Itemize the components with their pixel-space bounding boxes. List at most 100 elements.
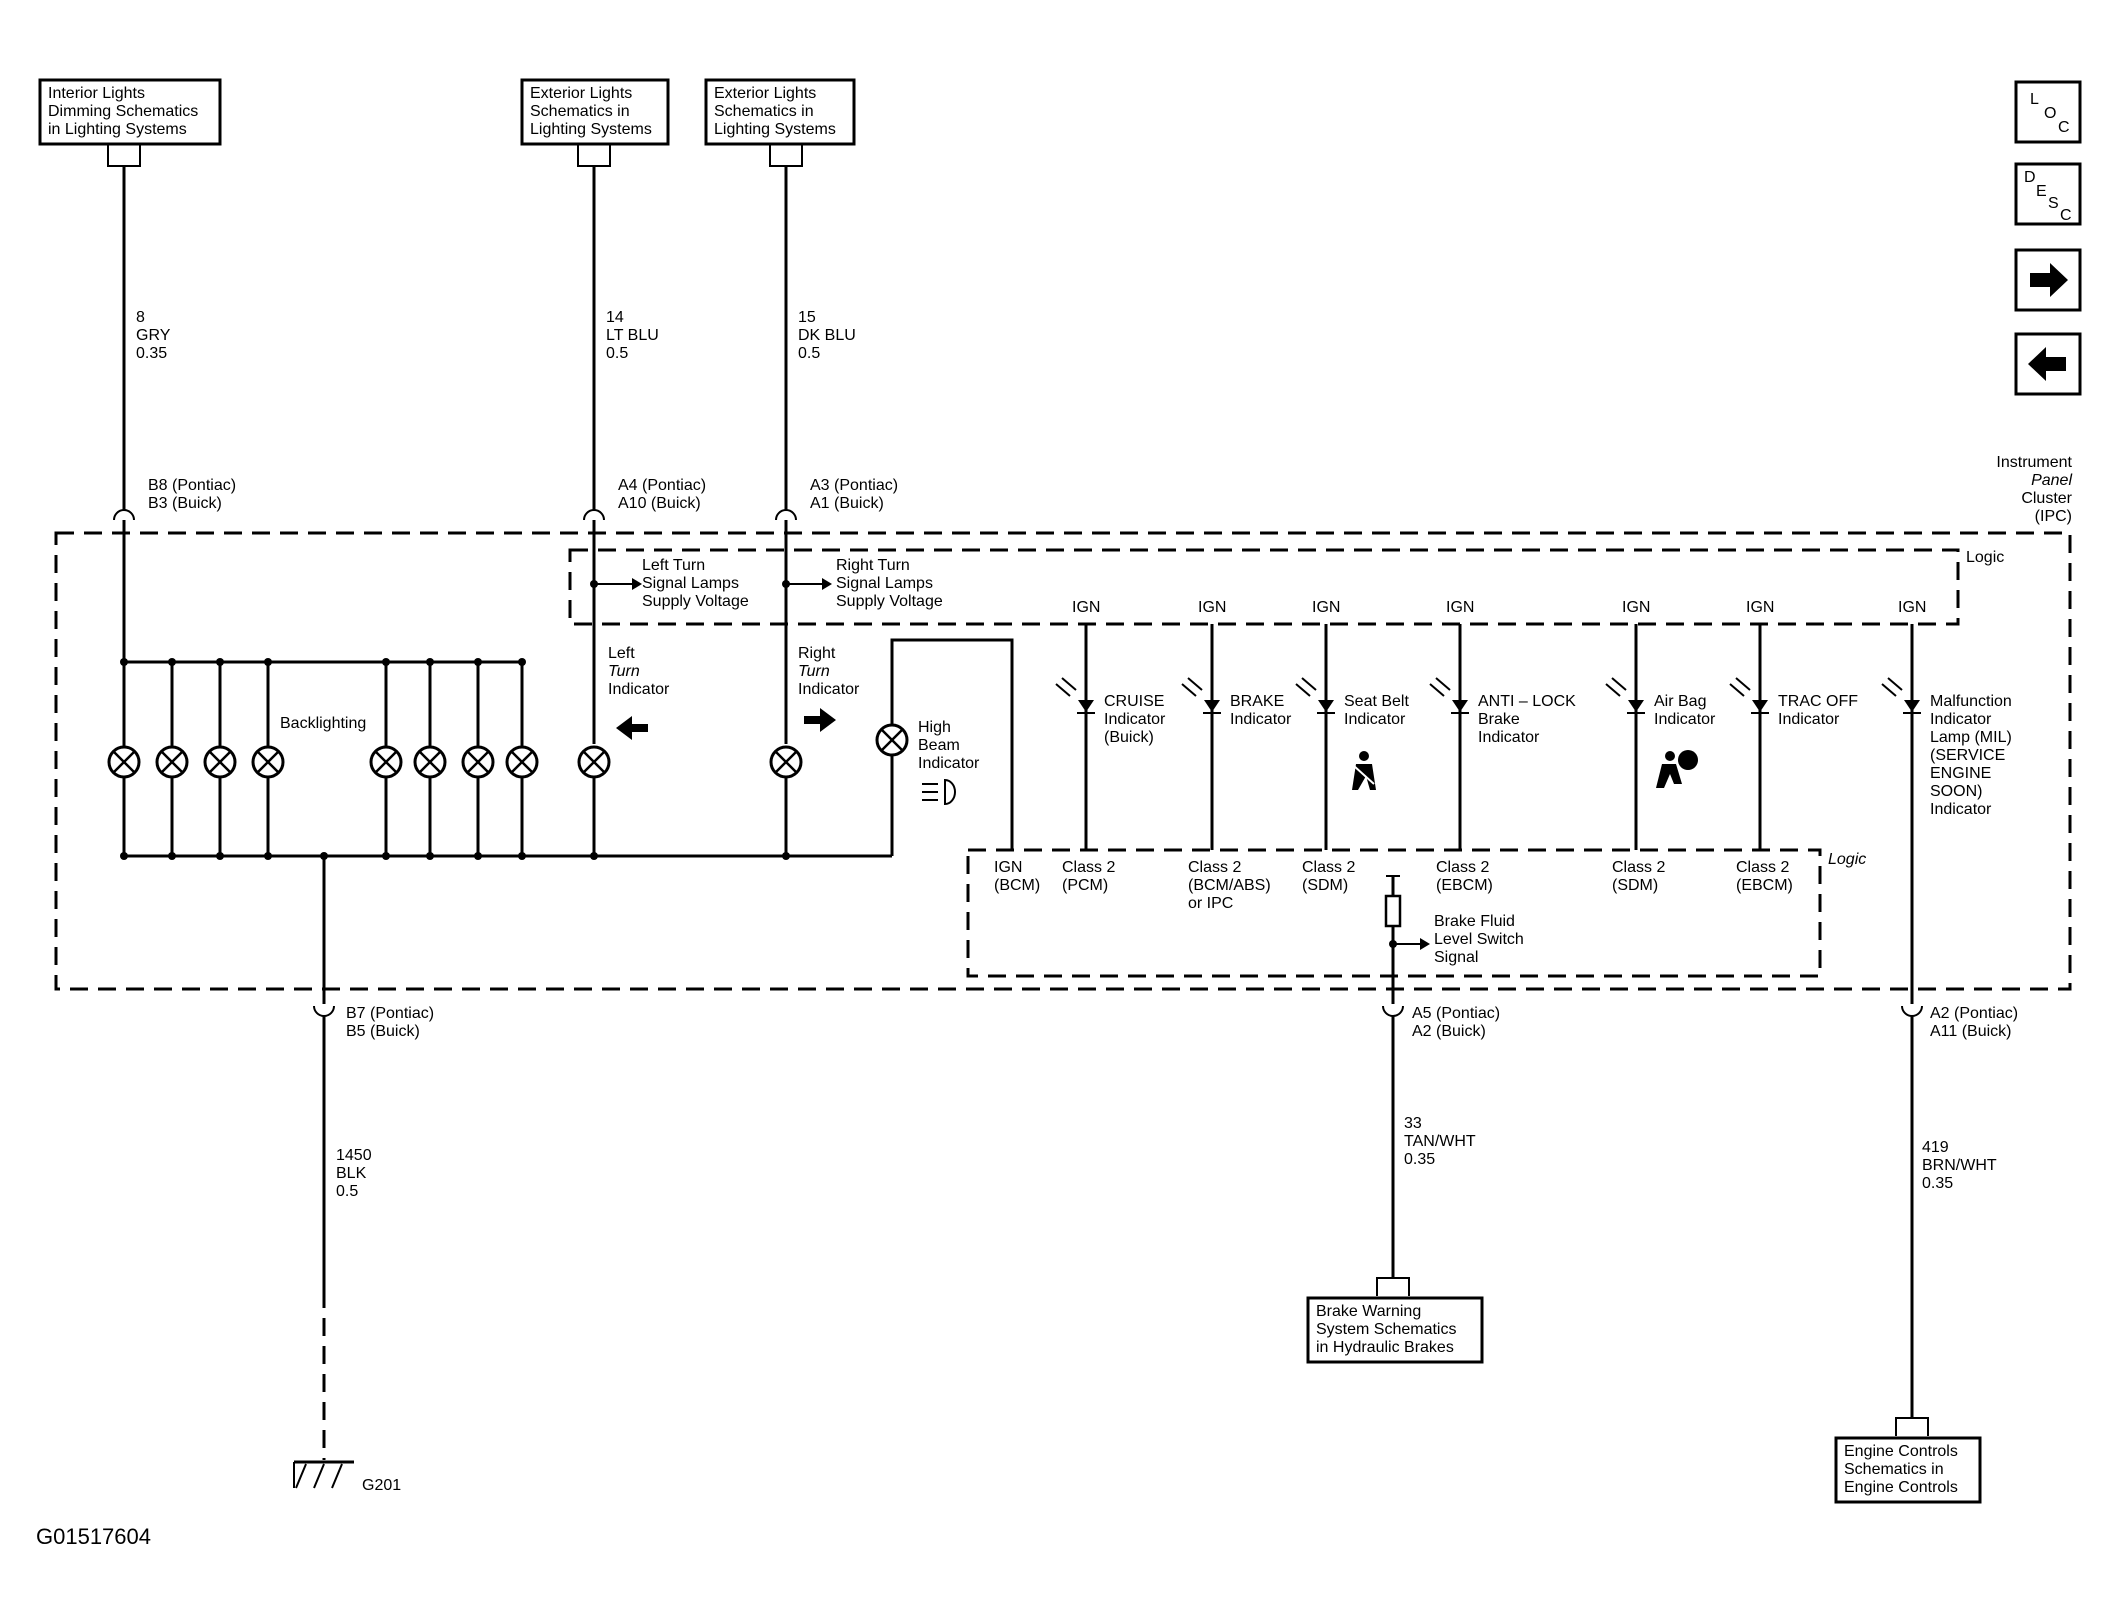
ground-label: G201 [362,1477,401,1494]
ref-exterior-left-line3: Lighting Systems [530,121,652,138]
ref-engine-controls-box[interactable]: Engine Controls Schematics in Engine Con… [1834,1436,1982,1504]
arrow-right-icon [2030,263,2068,297]
svg-text:A1 (Buick): A1 (Buick) [810,495,884,512]
left-turn-supply-label: Left Turn Signal Lamps Supply Voltage [642,557,749,610]
backlight-bulb-icon [369,745,403,779]
backlight-bulb-icon [461,745,495,779]
indicator-label: Indicator [1930,711,1992,728]
left-turn-bulb-icon [577,745,611,779]
indicator-label: Air Bag [1654,693,1706,710]
ref-interior-dimming-line2: Dimming Schematics [48,103,198,120]
svg-text:0.5: 0.5 [336,1183,358,1200]
svg-text:A10 (Buick): A10 (Buick) [618,495,701,512]
logic-label-bottom: Logic [1828,851,1866,868]
indicator-label: Indicator [1930,801,1992,818]
svg-text:B7 (Pontiac): B7 (Pontiac) [346,1005,434,1022]
svg-text:GRY: GRY [136,327,171,344]
indicator-label: Indicator [1778,711,1840,728]
svg-text:0.5: 0.5 [606,345,628,362]
connector-a4-symbol [583,509,605,521]
ref-exterior-right-line2: Schematics in [714,103,814,120]
svg-text:14: 14 [606,309,624,326]
desc-letter-s: S [2048,195,2059,212]
svg-text:Turn: Turn [798,663,830,680]
svg-text:0.35: 0.35 [136,345,167,362]
ref-interior-dimming-box[interactable]: Interior Lights Dimming Schematics in Li… [38,78,222,146]
svg-text:TAN/WHT: TAN/WHT [1404,1133,1476,1150]
ref-stub-brake [1376,1277,1410,1296]
ref-stub-exterior-right [769,144,803,167]
svg-text:Signal Lamps: Signal Lamps [836,575,933,592]
high-beam-bulb-icon [875,723,909,757]
indicator-label: Brake [1478,711,1520,728]
ign-label: IGN [1312,599,1340,616]
svg-text:BRN/WHT: BRN/WHT [1922,1157,1997,1174]
prev-page-button[interactable] [2014,332,2082,396]
ref-engine-line1: Engine Controls [1844,1443,1958,1460]
svg-text:Panel: Panel [2031,472,2072,489]
ref-exterior-right-box[interactable]: Exterior Lights Schematics in Lighting S… [704,78,856,146]
right-arrow-icon [804,708,836,732]
logic-label-top: Logic [1966,549,2004,566]
indicator-label: TRAC OFF [1778,693,1858,710]
svg-text:419: 419 [1922,1139,1949,1156]
svg-text:A4 (Pontiac): A4 (Pontiac) [618,477,706,494]
svg-text:A2 (Pontiac): A2 (Pontiac) [1930,1005,2018,1022]
ref-brake-warning-box[interactable]: Brake Warning System Schematics in Hydra… [1306,1296,1484,1364]
ref-engine-line3: Engine Controls [1844,1479,1958,1496]
backlight-bulb-icon [203,745,237,779]
svg-text:Level Switch: Level Switch [1434,931,1524,948]
light-rays-icon [1429,677,1451,697]
svg-text:A2 (Buick): A2 (Buick) [1412,1023,1486,1040]
led-diode-icon [1078,700,1094,712]
svg-text:8: 8 [136,309,145,326]
indicator-label: BRAKE [1230,693,1284,710]
svg-text:DK BLU: DK BLU [798,327,856,344]
desc-button[interactable]: D E S C [2014,162,2082,226]
right-turn-bulb-icon [769,745,803,779]
svg-text:A5 (Pontiac): A5 (Pontiac) [1412,1005,1500,1022]
ref-exterior-left-line1: Exterior Lights [530,85,632,102]
ref-stub-engine [1895,1417,1929,1436]
ground-g201-icon [293,1460,354,1489]
wire-14-label: 14 LT BLU 0.5 [606,309,659,362]
high-beam-headlamp-icon [922,778,956,806]
ign-label: IGN [1898,599,1926,616]
loc-letter-o: O [2044,105,2056,122]
ref-engine-line2: Schematics in [1844,1461,1944,1478]
logic-input-label: (SDM) [1302,877,1348,894]
logic-input-label: (EBCM) [1436,877,1493,894]
light-rays-icon [1729,677,1751,697]
svg-text:Supply Voltage: Supply Voltage [642,593,749,610]
ipc-module-label: Instrument Panel Cluster (IPC) [1996,454,2072,525]
backlighting-label: Backlighting [280,715,366,732]
svg-text:Right Turn: Right Turn [836,557,910,574]
logic-input-label: (EBCM) [1736,877,1793,894]
right-turn-supply-tap [782,578,832,590]
svg-text:B8 (Pontiac): B8 (Pontiac) [148,477,236,494]
next-page-button[interactable] [2014,248,2082,312]
svg-text:Instrument: Instrument [1996,454,2072,471]
svg-text:Indicator: Indicator [798,681,860,698]
logic-input-label: Class 2 [1612,859,1665,876]
ref-exterior-left-box[interactable]: Exterior Lights Schematics in Lighting S… [520,78,670,146]
svg-text:High: High [918,719,951,736]
connector-b8-symbol [113,509,135,521]
svg-text:Right: Right [798,645,836,662]
ign-label: IGN [1622,599,1650,616]
ign-bcm-label: IGN [994,859,1022,876]
svg-text:0.35: 0.35 [1404,1151,1435,1168]
wire-15-label: 15 DK BLU 0.5 [798,309,856,362]
backlight-bulb-icon [505,745,539,779]
light-rays-icon [1295,677,1317,697]
connector-a2-label: A2 (Pontiac) A11 (Buick) [1930,1005,2018,1040]
logic-input-label: (BCM/ABS) [1188,877,1271,894]
svg-text:Brake Fluid: Brake Fluid [1434,913,1515,930]
indicator-label: SOON) [1930,783,1982,800]
loc-button[interactable]: L O C [2014,80,2082,144]
svg-text:Left Turn: Left Turn [642,557,705,574]
indicator-label: Indicator [1230,711,1292,728]
